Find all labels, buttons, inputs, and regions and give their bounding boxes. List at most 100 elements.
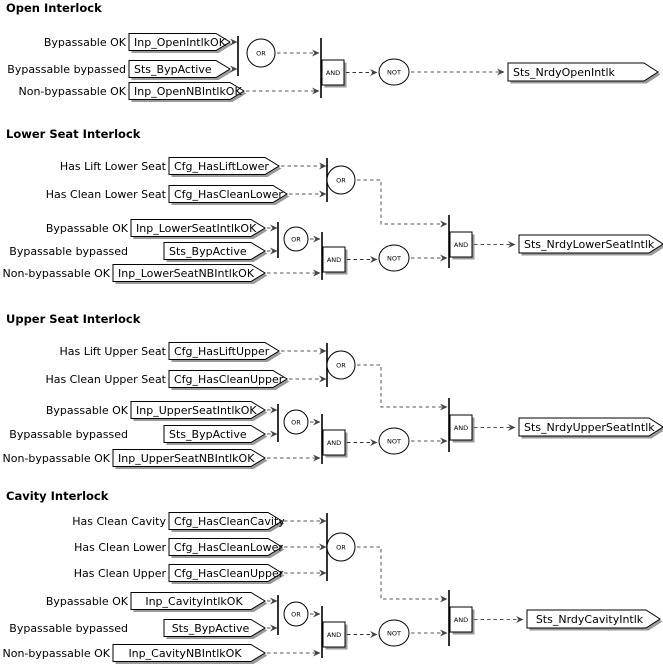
lower-seat-interlock-top-input-0 — [168, 157, 280, 175]
open-interlock-nb-label: Non-bypassable OK — [19, 85, 127, 98]
open-interlock-or-gate-label: OR — [256, 50, 266, 58]
open-interlock-byp-input-0-text: Inp_OpenIntlkOK — [134, 36, 227, 49]
lower-seat-interlock-title: Lower Seat Interlock — [6, 127, 141, 141]
upper-seat-interlock-byp-input-0 — [130, 401, 266, 419]
cavity-interlock-and-gate-label: AND — [327, 631, 341, 639]
lower-seat-interlock-top-input-1 — [168, 185, 288, 203]
cavity-interlock-title: Cavity Interlock — [6, 489, 109, 503]
cavity-interlock-top-input-2 — [168, 564, 283, 582]
lower-seat-interlock-not-gate-label: NOT — [387, 255, 401, 263]
upper-seat-interlock-nb-label: Non-bypassable OK — [3, 452, 111, 465]
cavity-interlock-top-input-2-text: Cfg_HasCleanUpper — [174, 567, 284, 580]
lower-seat-interlock-byp-input-1 — [163, 242, 266, 260]
open-interlock-output — [507, 62, 659, 82]
upper-seat-interlock-not-gate-label: NOT — [387, 438, 401, 446]
open-interlock-and-gate-label: AND — [326, 69, 340, 77]
cavity-interlock-byp-input-1-text: Sts_BypActive — [172, 622, 250, 635]
lower-seat-interlock-nb-label: Non-bypassable OK — [3, 267, 111, 280]
upper-seat-interlock-byp-label-1: Bypassable bypassed — [9, 428, 128, 441]
open-interlock-byp-input-1 — [128, 60, 231, 78]
cavity-interlock-byp-label-1: Bypassable bypassed — [9, 622, 128, 635]
lower-seat-interlock-and2-gate-label: AND — [454, 241, 468, 249]
cavity-interlock-or-gate-label: OR — [291, 611, 301, 619]
open-interlock-byp-label-0: Bypassable OK — [44, 36, 127, 49]
cavity-interlock-top-input-1 — [168, 538, 283, 556]
upper-seat-interlock-byp-label-0: Bypassable OK — [46, 404, 129, 417]
lower-seat-interlock-nb-input — [112, 264, 266, 282]
lower-seat-interlock-and-gate — [322, 246, 346, 273]
upper-seat-interlock-top-input-0-text: Cfg_HasLiftUpper — [174, 345, 270, 358]
lower-seat-interlock-output-text: Sts_NrdyLowerSeatIntlk — [524, 238, 655, 251]
upper-seat-interlock-top-or-gate — [326, 350, 356, 380]
lower-seat-interlock-top-or-gate-label: OR — [336, 177, 346, 185]
cavity-interlock-top-input-0 — [168, 512, 283, 530]
lower-seat-interlock-top-input-0-text: Cfg_HasLiftLower — [174, 160, 269, 173]
cavity-interlock-and2-gate — [449, 606, 473, 633]
cavity-interlock-nb-input-text: Inp_CavityNBIntlkOK — [128, 647, 242, 660]
upper-seat-interlock-top-label-0: Has Lift Upper Seat — [59, 345, 166, 358]
upper-seat-interlock-top-or-out — [357, 364, 448, 411]
cavity-interlock-top-or-out — [357, 546, 448, 603]
cavity-interlock-top-input-1-text: Cfg_HasCleanLower — [174, 541, 283, 554]
lower-seat-interlock-or-gate — [283, 226, 309, 252]
lower-seat-interlock-not-gate — [378, 244, 410, 272]
lower-seat-interlock-or-gate-label: OR — [291, 236, 301, 244]
lower-seat-interlock-and-gate-label: AND — [327, 256, 341, 264]
upper-seat-interlock-and2-gate — [449, 414, 473, 441]
cavity-interlock-output — [526, 609, 661, 629]
cavity-interlock-byp-input-1 — [163, 619, 266, 637]
open-interlock-byp-input-1-text: Sts_BypActive — [134, 63, 212, 76]
lower-seat-interlock-top-label-1: Has Clean Lower Seat — [46, 188, 167, 201]
lower-seat-interlock-top-label-0: Has Lift Lower Seat — [60, 160, 167, 173]
cavity-interlock-nb-input — [112, 644, 266, 662]
upper-seat-interlock-and-gate-label: AND — [327, 439, 341, 447]
upper-seat-interlock-top-or-gate-label: OR — [336, 362, 346, 370]
open-interlock-output-text: Sts_NrdyOpenIntlk — [513, 66, 616, 79]
open-interlock-nb-input-text: Inp_OpenNBIntlkOK — [134, 85, 242, 98]
lower-seat-interlock-nb-input-text: Inp_LowerSeatNBIntlkOK — [118, 267, 255, 280]
upper-seat-interlock-output-text: Sts_NrdyUpperSeatIntlk — [524, 421, 655, 434]
cavity-interlock-byp-label-0: Bypassable OK — [46, 595, 129, 608]
cavity-interlock-top-input-0-text: Cfg_HasCleanCavity — [174, 515, 285, 528]
cavity-interlock-or-gate — [283, 601, 309, 627]
cavity-interlock-byp-input-0 — [130, 592, 266, 610]
open-interlock-byp-input-0 — [128, 33, 231, 51]
open-interlock-not-gate-label: NOT — [387, 69, 401, 77]
lower-seat-interlock-byp-input-0-text: Inp_LowerSeatIntlkOK — [136, 222, 257, 235]
upper-seat-interlock-title: Upper Seat Interlock — [6, 312, 141, 326]
cavity-interlock-and2-gate-label: AND — [454, 616, 468, 624]
upper-seat-interlock-top-input-1-text: Cfg_HasCleanUpper — [174, 373, 284, 386]
lower-seat-interlock-and2-gate — [449, 231, 473, 258]
cavity-interlock-byp-input-0-text: Inp_CavityIntlkOK — [145, 595, 243, 608]
lower-seat-interlock-top-input-1-text: Cfg_HasCleanLower — [174, 188, 283, 201]
cavity-interlock-not-gate-label: NOT — [387, 630, 401, 638]
cavity-interlock-nb-label: Non-bypassable OK — [3, 647, 111, 660]
lower-seat-interlock-byp-label-0: Bypassable OK — [46, 222, 129, 235]
cavity-interlock-top-or-gate-label: OR — [336, 544, 346, 552]
upper-seat-interlock-byp-input-1-text: Sts_BypActive — [169, 428, 247, 441]
cavity-interlock-not-gate — [378, 619, 410, 647]
lower-seat-interlock-byp-label-1: Bypassable bypassed — [9, 245, 128, 258]
upper-seat-interlock-top-input-1 — [168, 370, 288, 388]
open-interlock-byp-label-1: Bypassable bypassed — [7, 63, 126, 76]
upper-seat-interlock-top-input-0 — [168, 342, 280, 360]
upper-seat-interlock-byp-input-0-text: Inp_UpperSeatIntlkOK — [136, 404, 257, 417]
upper-seat-interlock-or-gate-label: OR — [291, 419, 301, 427]
upper-seat-interlock-or-gate — [283, 409, 309, 435]
open-interlock-title: Open Interlock — [6, 1, 102, 15]
upper-seat-interlock-output — [518, 417, 663, 437]
cavity-interlock-and-gate — [322, 621, 346, 648]
cavity-interlock-output-text: Sts_NrdyCavityIntlk — [536, 613, 644, 626]
upper-seat-interlock-nb-input-text: Inp_UpperSeatNBIntlkOK — [118, 452, 255, 465]
cavity-interlock-top-label-1: Has Clean Lower — [74, 541, 166, 554]
open-interlock-or-gate — [246, 38, 276, 68]
open-interlock-nb-input — [128, 82, 245, 100]
upper-seat-interlock-byp-input-1 — [163, 425, 266, 443]
lower-seat-interlock-byp-input-1-text: Sts_BypActive — [169, 245, 247, 258]
lower-seat-interlock-top-or-out — [357, 179, 448, 228]
lower-seat-interlock-top-or-gate — [326, 165, 356, 195]
